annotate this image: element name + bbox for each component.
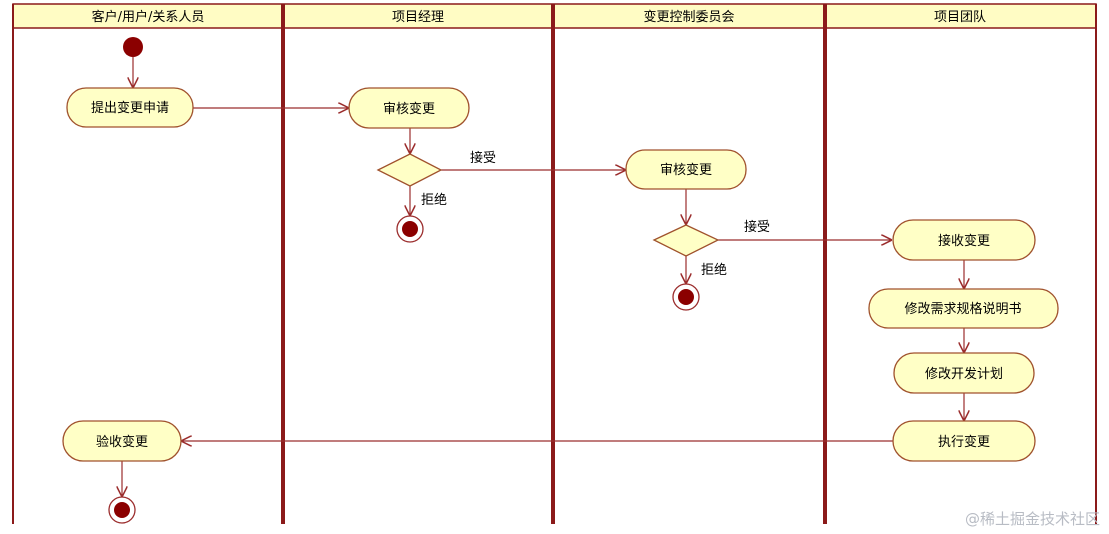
ccb-reject-end-node bbox=[672, 283, 700, 311]
lane-title-customer: 客户/用户/关系人员 bbox=[92, 9, 205, 25]
ccb-decision-node bbox=[652, 224, 720, 257]
edges bbox=[122, 57, 964, 497]
start-node bbox=[123, 37, 143, 57]
activity-modify-requirements: 修改需求规格说明书 bbox=[868, 288, 1059, 329]
activity-label: 接收变更 bbox=[938, 233, 990, 249]
activity-ccb-review: 审核变更 bbox=[625, 149, 747, 190]
final-end-node bbox=[108, 496, 136, 524]
activity-receive-change: 接收变更 bbox=[892, 219, 1036, 261]
lane-title-change-control-board: 变更控制委员会 bbox=[643, 9, 734, 25]
ccb-accept-label: 接受 bbox=[744, 219, 770, 235]
watermark-text: @稀土掘金技术社区 bbox=[965, 510, 1100, 528]
ccb-reject-label: 拒绝 bbox=[701, 262, 727, 278]
activity-submit-request: 提出变更申请 bbox=[66, 87, 194, 128]
activity-pm-review: 审核变更 bbox=[348, 87, 470, 129]
swimlane-borders bbox=[12, 4, 1097, 524]
activity-label: 修改需求规格说明书 bbox=[904, 301, 1021, 317]
activity-execute-change: 执行变更 bbox=[892, 420, 1036, 462]
activity-label: 提出变更申请 bbox=[91, 100, 169, 116]
activity-label: 审核变更 bbox=[383, 101, 435, 117]
activity-accept-change: 验收变更 bbox=[62, 420, 182, 462]
lane-title-project-team: 项目团队 bbox=[934, 10, 986, 25]
activity-modify-plan: 修改开发计划 bbox=[893, 352, 1035, 394]
activity-label: 审核变更 bbox=[660, 162, 712, 178]
pm-accept-label: 接受 bbox=[470, 150, 496, 166]
pm-reject-label: 拒绝 bbox=[421, 192, 447, 208]
pm-reject-end-node bbox=[396, 215, 424, 243]
lane-title-project-manager: 项目经理 bbox=[392, 10, 444, 25]
activity-label: 执行变更 bbox=[938, 434, 990, 450]
pm-decision-node bbox=[376, 153, 443, 187]
activity-label: 验收变更 bbox=[96, 434, 148, 450]
activity-label: 修改开发计划 bbox=[925, 366, 1003, 382]
